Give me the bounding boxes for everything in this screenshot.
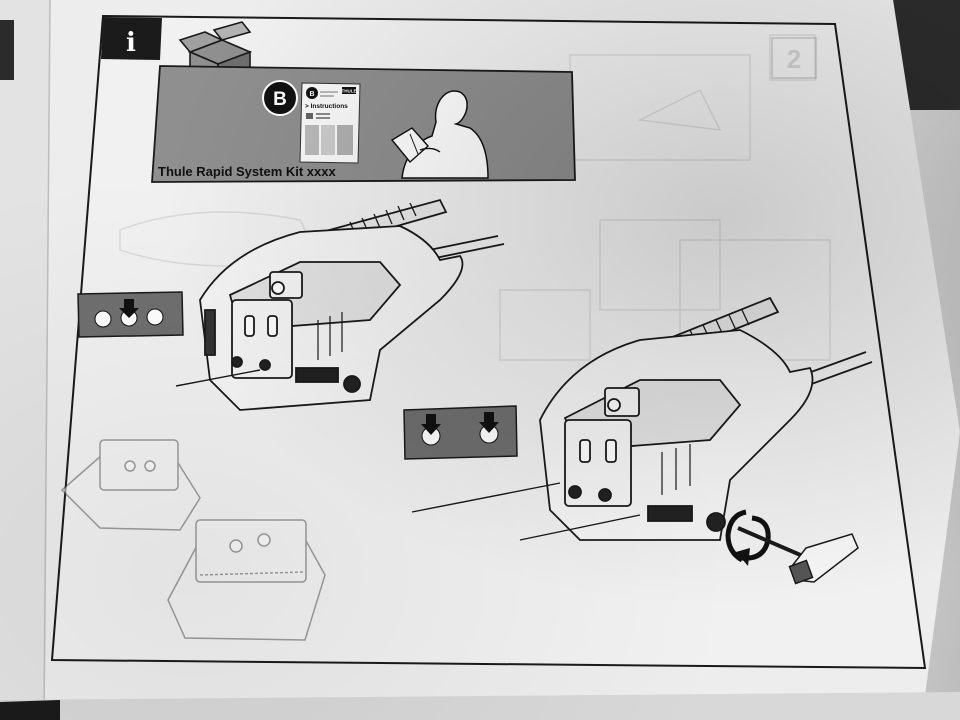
kit-banner: Thule Rapid System Kit xxxx B B THULE > … <box>151 65 576 183</box>
hole-arrow-single-icon <box>119 299 139 318</box>
booklet-brand-box <box>342 87 356 94</box>
left-neighbour-sheet <box>0 0 50 720</box>
next-step-badge <box>0 700 60 720</box>
person-reading-icon <box>390 90 489 179</box>
next-step-frame <box>0 692 960 720</box>
foot-pad-lower <box>167 519 326 641</box>
foot-pad-upper <box>60 439 201 531</box>
booklet-b-letter: B <box>309 91 314 98</box>
info-icon: i <box>126 28 136 58</box>
kit-banner-text: Thule Rapid System Kit xxxx <box>158 164 336 179</box>
ghost-page-number: 2 <box>771 37 817 79</box>
kit-b-badge <box>262 80 298 116</box>
leader-line <box>519 514 641 541</box>
next-page-number: 2 <box>787 44 801 74</box>
sheet-edge <box>43 0 51 720</box>
booklet-heading: > Instructions <box>305 103 348 110</box>
hole-arrow-double-icon <box>421 414 441 435</box>
neighbour-badge <box>0 20 14 80</box>
foot-assembly-upper <box>199 198 505 411</box>
foot-assembly-lower <box>539 296 873 541</box>
info-badge: i <box>101 17 162 60</box>
booklet-b-badge <box>306 87 318 99</box>
hole-arrow-double-panel <box>403 405 518 460</box>
leader-line <box>175 369 261 387</box>
kit-b-letter: B <box>273 89 287 110</box>
booklet-brand: THULE <box>342 89 357 94</box>
instructions-booklet: B THULE > Instructions <box>299 82 361 164</box>
hex-key-icon <box>737 526 859 585</box>
leader-line <box>411 482 561 513</box>
hole-arrow-single-panel <box>77 291 184 338</box>
